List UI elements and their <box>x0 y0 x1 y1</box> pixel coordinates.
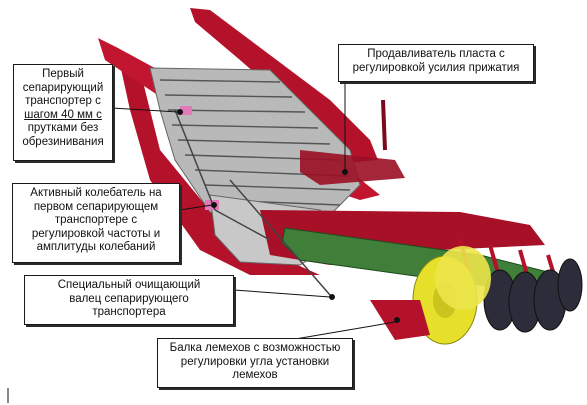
callout-shaker: Активный колебатель на первом сепарирующ… <box>12 183 180 263</box>
callout-line: Специальный очищающий <box>57 279 201 291</box>
callout-line: регулировки угла установки <box>180 355 330 368</box>
callout-line: сепарирующий <box>22 81 104 94</box>
callout-line: Активный колебатель на <box>30 187 162 199</box>
callout-line: валец сепарирующего <box>69 292 189 305</box>
callout-line: транспортер с <box>25 95 101 107</box>
callout-line-underlined: шагом 40 мм с <box>24 108 102 121</box>
callout-line: прутками без <box>27 122 99 134</box>
callout-line: транспортера <box>92 306 166 318</box>
callout-line: Продавливатель пласта с <box>367 48 505 60</box>
callout-share-beam: Балка лемехов с возможностью регулировки… <box>157 338 353 388</box>
layer-pusher <box>300 150 405 185</box>
callout-line: Балка лемехов с возможностью <box>169 342 341 354</box>
linkage-rods <box>174 109 331 296</box>
callout-line: регулировкой усилия прижатия <box>352 61 520 74</box>
callout-pusher: Продавливатель пласта с регулировкой уси… <box>338 44 534 82</box>
callout-line: амплитуды колебаний <box>36 241 156 253</box>
callout-cleaning-roller: Специальный очищающий валец сепарирующег… <box>24 275 234 325</box>
callout-line: Первый <box>42 68 84 80</box>
leader-lines <box>111 80 400 346</box>
callout-line: обрезинивания <box>22 135 104 148</box>
upper-joint <box>180 106 192 115</box>
callout-line: первом сепарирующем <box>33 200 159 213</box>
disc-rollers <box>483 258 583 333</box>
callout-first-conveyor: Первый сепарирующий транспортер с шагом … <box>13 64 113 161</box>
cleaning-roller <box>412 246 491 345</box>
callout-line: лемехов <box>232 369 278 381</box>
callout-line: регулировкой частоты и <box>31 227 161 240</box>
callout-line: транспортере с <box>54 214 138 226</box>
